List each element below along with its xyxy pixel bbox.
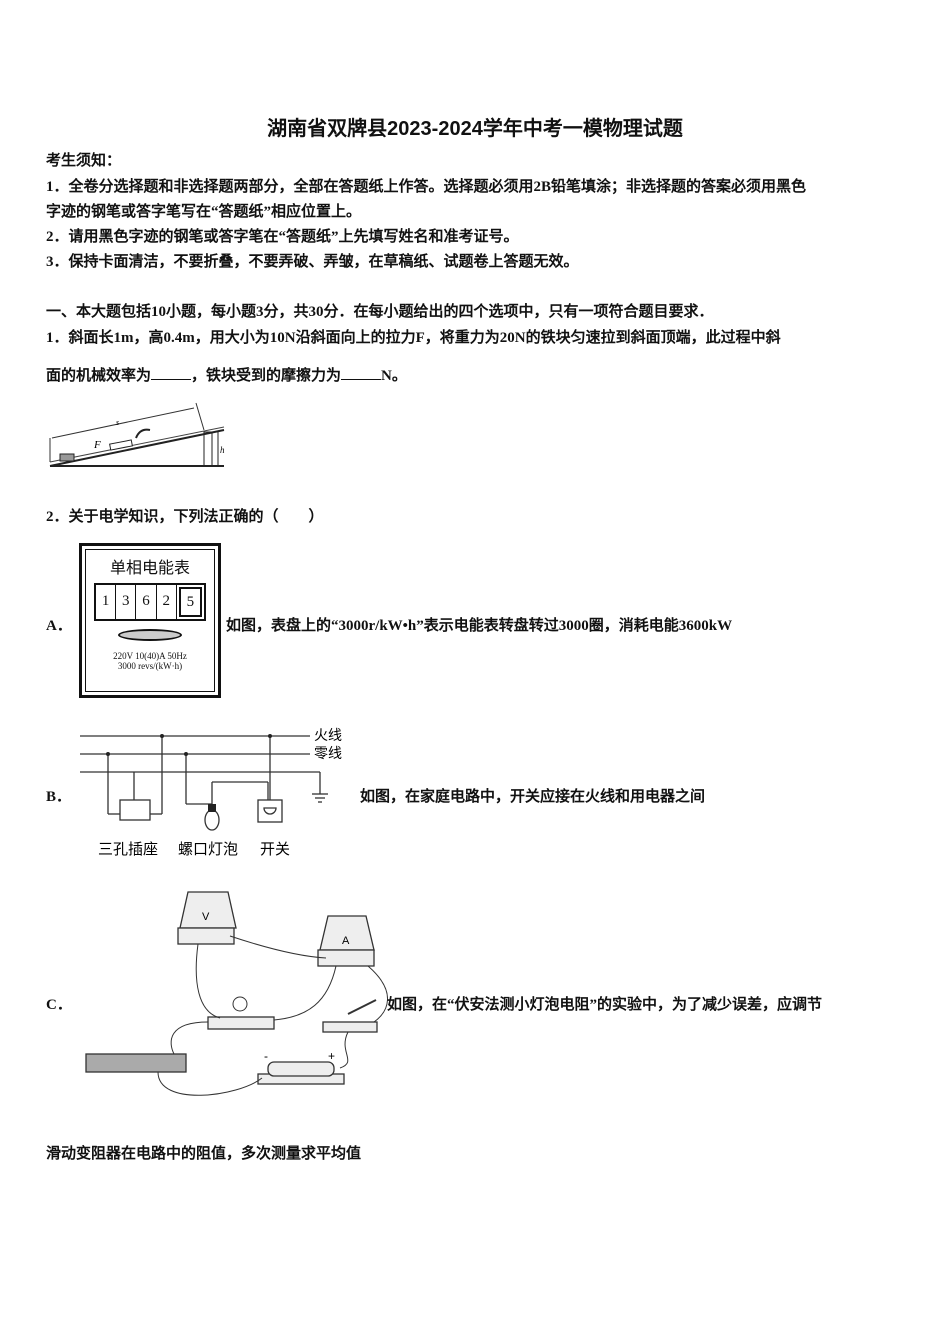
q1-part: N。 <box>381 368 407 384</box>
battery-plus: + <box>328 1049 335 1063</box>
q1-part: 面的机械效率为 <box>46 368 152 384</box>
meter-digit: 6 <box>136 585 157 619</box>
meter-digit: 2 <box>157 585 177 619</box>
socket-label: 三孔插座 <box>98 841 158 858</box>
ammeter-label: A <box>342 935 350 947</box>
answer-blank <box>151 365 192 380</box>
meter-spec: 220V 10(40)A 50Hz <box>113 651 187 661</box>
voltmeter-label: V <box>202 911 210 923</box>
option-c-continuation: 滑动变阻器在电路中的阻值，多次测量求平均值 <box>46 1146 362 1162</box>
live-wire-label: 火线 <box>314 727 342 743</box>
notice-item: 2．请用黑色字迹的钢笔或答字笔在“答题纸”上先填写姓名和准考证号。 <box>46 229 519 245</box>
energy-meter-figure: 单相电能表 1 3 6 2 5 220V 10(40)A 50Hz 3000 r… <box>79 543 221 698</box>
battery-minus: - <box>264 1049 268 1063</box>
notice-item: 字迹的钢笔或答字笔写在“答题纸”相应位置上。 <box>46 204 362 220</box>
page-title: 湖南省双牌县2023-2024学年中考一模物理试题 <box>267 118 683 140</box>
q2-stem: 2．关于电学知识，下列法正确的（ ） <box>46 509 324 525</box>
label-f: F <box>93 439 101 451</box>
q1-text: 1．斜面长1m，高0.4m，用大小为10N沿斜面向上的拉力F，将重力为20N的铁… <box>46 330 781 346</box>
option-a-text: 如图，表盘上的“3000r/kW•h”表示电能表转盘转过3000圈，消耗电能36… <box>226 618 733 634</box>
household-circuit-figure: 火线 零线 三孔插座 螺口灯泡 开关 <box>80 727 342 858</box>
meter-digit: 1 <box>96 585 117 619</box>
voltammetry-apparatus-figure: V A - + <box>85 891 388 1096</box>
meter-spec: 3000 revs/(kW·h) <box>117 661 183 671</box>
option-b-label: B． <box>46 789 72 805</box>
incline-figure: s F h <box>49 402 225 467</box>
meter-disc <box>118 629 182 641</box>
option-b-text: 如图，在家庭电路中，开关应接在火线和用电器之间 <box>360 789 706 805</box>
notice-item: 3．保持卡面清洁，不要折叠，不要弄破、弄皱，在草稿纸、试题卷上答题无效。 <box>46 254 579 270</box>
label-h: h <box>220 445 225 455</box>
q1-part: ，铁块受到的摩擦力为 <box>191 368 342 384</box>
meter-digit: 3 <box>116 585 137 619</box>
label-s: s <box>116 418 119 427</box>
meter-digit: 5 <box>178 587 203 617</box>
neutral-wire-label: 零线 <box>314 745 342 761</box>
q1-text-2: 面的机械效率为 ，铁块受到的摩擦力为 N。 <box>46 365 407 386</box>
option-c-label: C． <box>46 997 72 1013</box>
notice-heading: 考生须知： <box>46 153 122 169</box>
meter-title: 单相电能表 <box>109 560 190 577</box>
switch-label: 开关 <box>260 841 290 858</box>
notice-item: 1．全卷分选择题和非选择题两部分，全部在答题纸上作答。选择题必须用2B铅笔填涂；… <box>46 179 807 195</box>
bulb-label: 螺口灯泡 <box>178 841 238 858</box>
option-a-label: A． <box>46 618 72 634</box>
answer-blank <box>341 365 382 380</box>
option-c-text: 如图，在“伏安法测小灯泡电阻”的实验中，为了减少误差，应调节 <box>387 997 823 1013</box>
section-heading: 一、本大题包括10小题，每小题3分，共30分．在每小题给出的四个选项中，只有一项… <box>46 304 714 320</box>
